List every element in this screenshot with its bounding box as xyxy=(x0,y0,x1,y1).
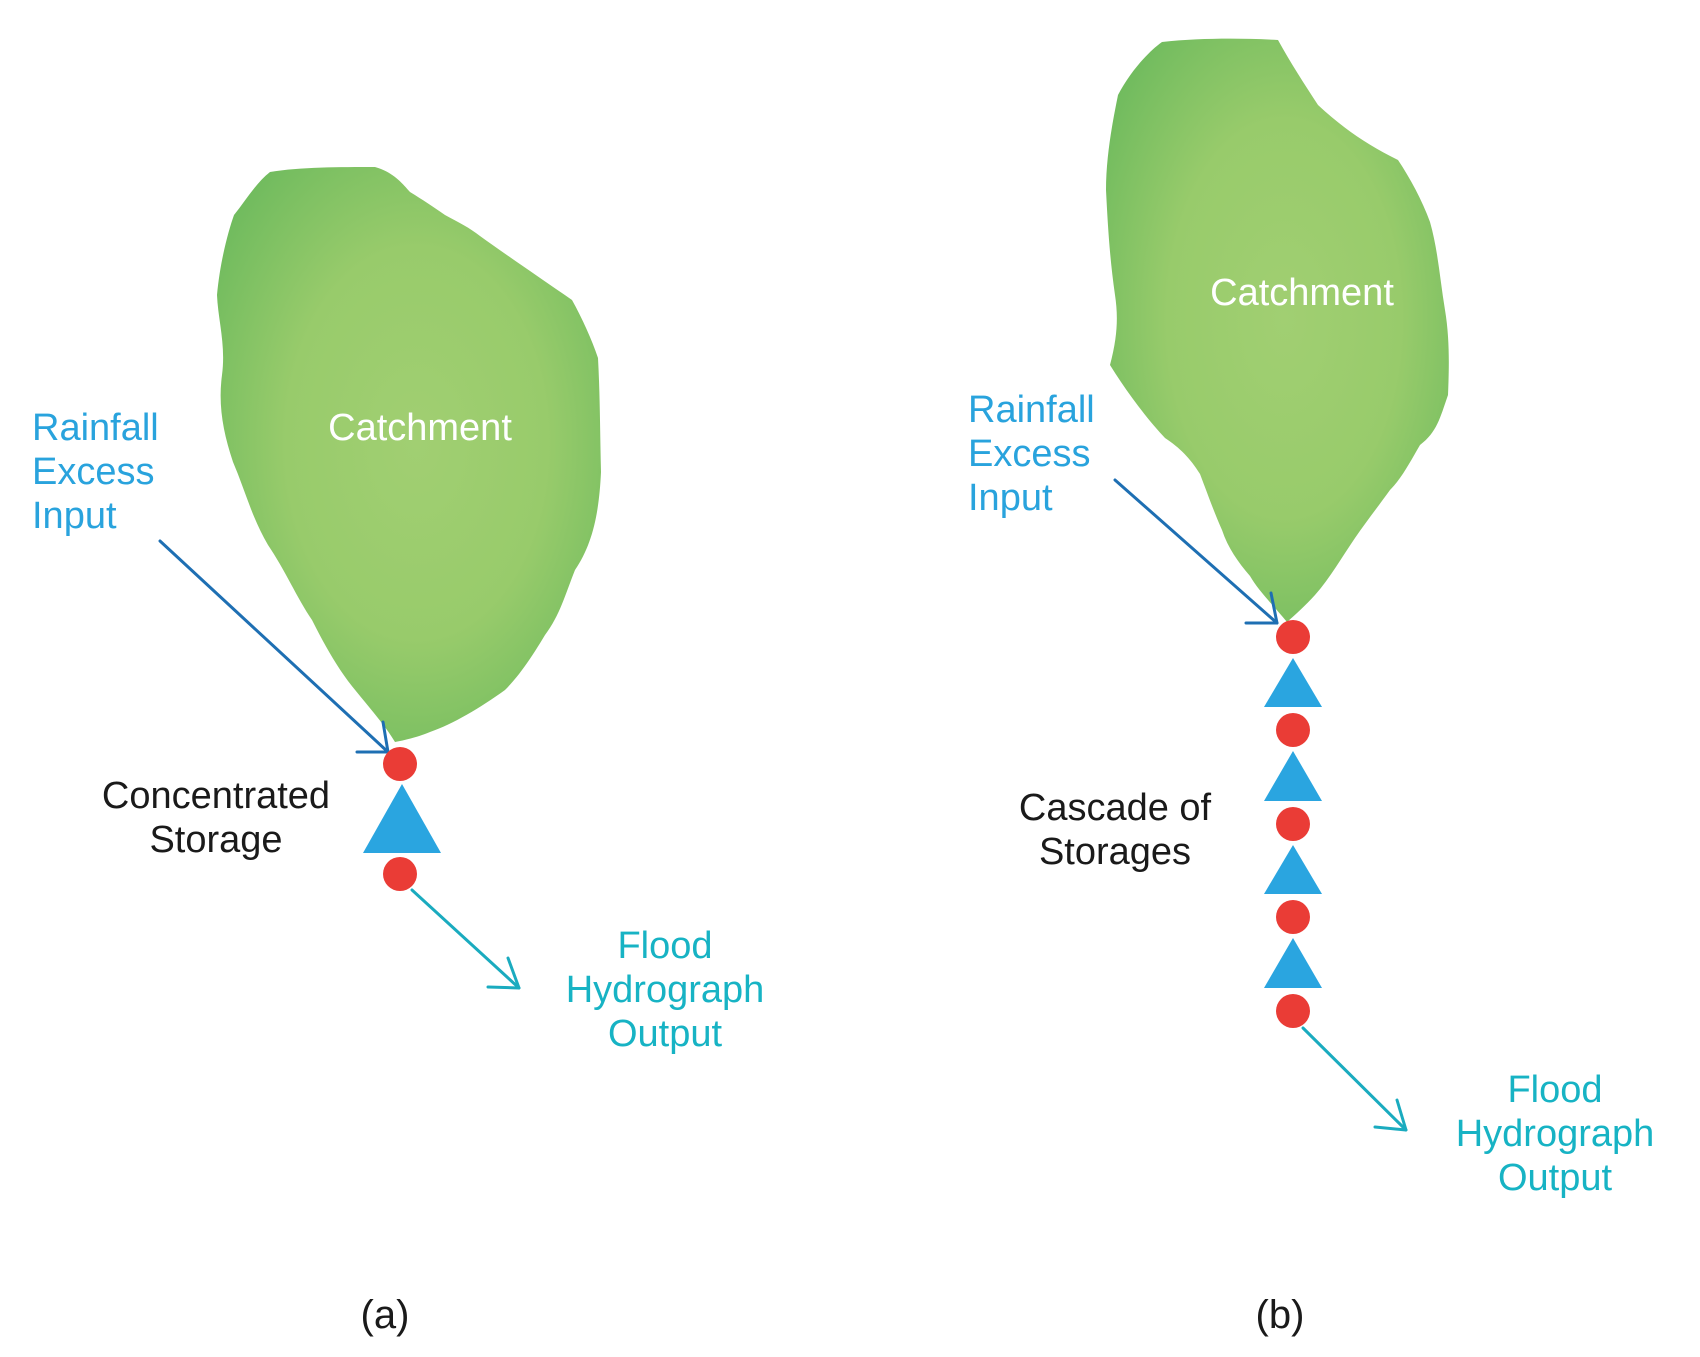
flood-output-arrow-b xyxy=(1301,1026,1408,1132)
storage-triangle-b-1 xyxy=(1264,658,1322,707)
flood-output-arrow-a xyxy=(410,888,521,990)
rainfall-label-b: Rainfall Excess Input xyxy=(968,389,1095,519)
catchment-label-b: Catchment xyxy=(1210,272,1394,314)
cascade-node-b-2 xyxy=(1276,713,1310,747)
rainfall-label-a: Rainfall Excess Input xyxy=(32,407,159,537)
flood-label-b-line3: Output xyxy=(1498,1157,1613,1199)
rainfall-label-b-line3: Input xyxy=(968,477,1053,519)
rainfall-label-a-line2: Excess xyxy=(32,451,154,493)
rainfall-label-b-line1: Rainfall xyxy=(968,389,1095,431)
storage-triangle-b-3 xyxy=(1264,845,1322,894)
storage-label-a: Concentrated Storage xyxy=(102,775,330,861)
flood-label-a-line1: Flood xyxy=(617,925,712,967)
outflow-node-a xyxy=(383,857,417,891)
cascade-node-b-1 xyxy=(1276,620,1310,654)
cascade-node-b-4 xyxy=(1276,900,1310,934)
cascade-node-b-3 xyxy=(1276,807,1310,841)
flood-label-a-line3: Output xyxy=(608,1013,723,1055)
storage-label-a-line1: Concentrated xyxy=(102,775,330,817)
flood-label-b-line2: Hydrograph xyxy=(1456,1113,1655,1155)
panel-b: Catchment Rainfall Excess Input Cascade … xyxy=(968,38,1655,1337)
storage-label-a-line2: Storage xyxy=(149,819,282,861)
cascade-node-b-5 xyxy=(1276,994,1310,1028)
catchment-label-a: Catchment xyxy=(328,407,512,449)
flood-label-b-line1: Flood xyxy=(1507,1069,1602,1111)
flood-label-a: Flood Hydrograph Output xyxy=(566,925,765,1055)
inflow-node-a xyxy=(383,747,417,781)
rainfall-label-a-line1: Rainfall xyxy=(32,407,159,449)
flood-label-a-line2: Hydrograph xyxy=(566,969,765,1011)
catchment-shape-b xyxy=(1106,38,1449,623)
catchment-shape-a xyxy=(217,167,601,742)
storage-label-b: Cascade of Storages xyxy=(1019,787,1212,873)
rainfall-label-a-line3: Input xyxy=(32,495,117,537)
storage-triangle-b-4 xyxy=(1264,938,1322,988)
rainfall-label-b-line2: Excess xyxy=(968,433,1090,475)
panel-label-b: (b) xyxy=(1256,1293,1305,1337)
storage-triangle-a xyxy=(363,784,441,853)
panel-label-a: (a) xyxy=(361,1293,410,1337)
panel-a: Catchment Rainfall Excess Input Concentr… xyxy=(32,167,764,1337)
storage-label-b-line2: Storages xyxy=(1039,831,1191,873)
storage-triangle-b-2 xyxy=(1264,751,1322,801)
storage-label-b-line1: Cascade of xyxy=(1019,787,1212,829)
rainfall-input-arrow-b xyxy=(1113,478,1279,625)
flood-label-b: Flood Hydrograph Output xyxy=(1456,1069,1655,1199)
